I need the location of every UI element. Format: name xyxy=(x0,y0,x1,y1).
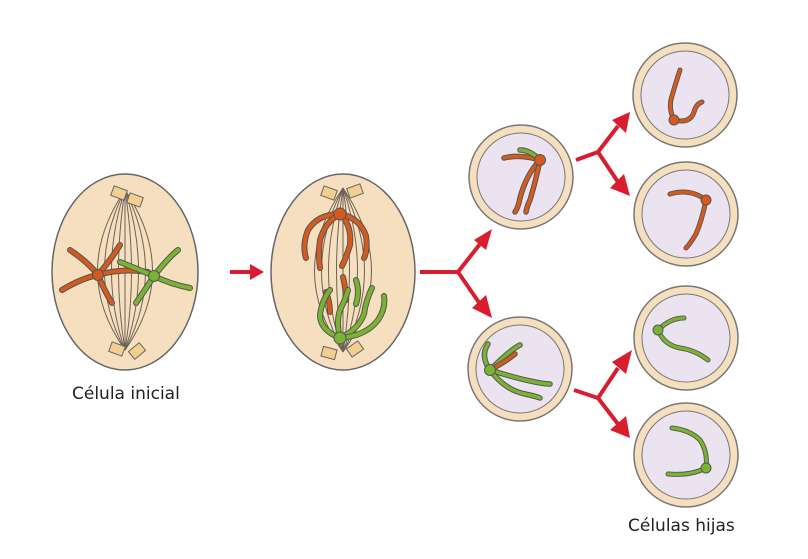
daughter-cell-2 xyxy=(633,161,739,267)
centrioles xyxy=(108,185,147,361)
arrow-head xyxy=(610,174,630,196)
arrow-head xyxy=(610,416,630,438)
green-centromere xyxy=(148,270,160,282)
round-cell-orange xyxy=(468,124,574,230)
orange-centromere xyxy=(333,207,347,221)
arrow-head xyxy=(472,295,492,318)
initial-cell-label: Célula inicial xyxy=(72,384,180,404)
branching-arrow-icon xyxy=(420,242,482,306)
arrow-head xyxy=(474,229,492,250)
initial-cell xyxy=(51,173,199,371)
round-cell-green xyxy=(467,316,573,422)
green-chromosomes-lower xyxy=(316,277,388,341)
arrow-head xyxy=(612,350,632,374)
daughter-cell-4 xyxy=(633,402,739,508)
right-arrow-icon xyxy=(230,264,264,280)
daughter-cell-1 xyxy=(632,42,738,148)
branching-arrow-icon xyxy=(575,124,620,184)
branching-arrow-icon xyxy=(573,366,620,426)
centrioles xyxy=(320,183,365,361)
anaphase-cell xyxy=(270,173,416,371)
green-centromere xyxy=(333,331,347,345)
arrow-head xyxy=(612,112,630,133)
orange-centromere xyxy=(92,269,104,281)
daughter-cell-3 xyxy=(633,285,739,391)
daughter-cells-label: Células hijas xyxy=(628,516,735,536)
